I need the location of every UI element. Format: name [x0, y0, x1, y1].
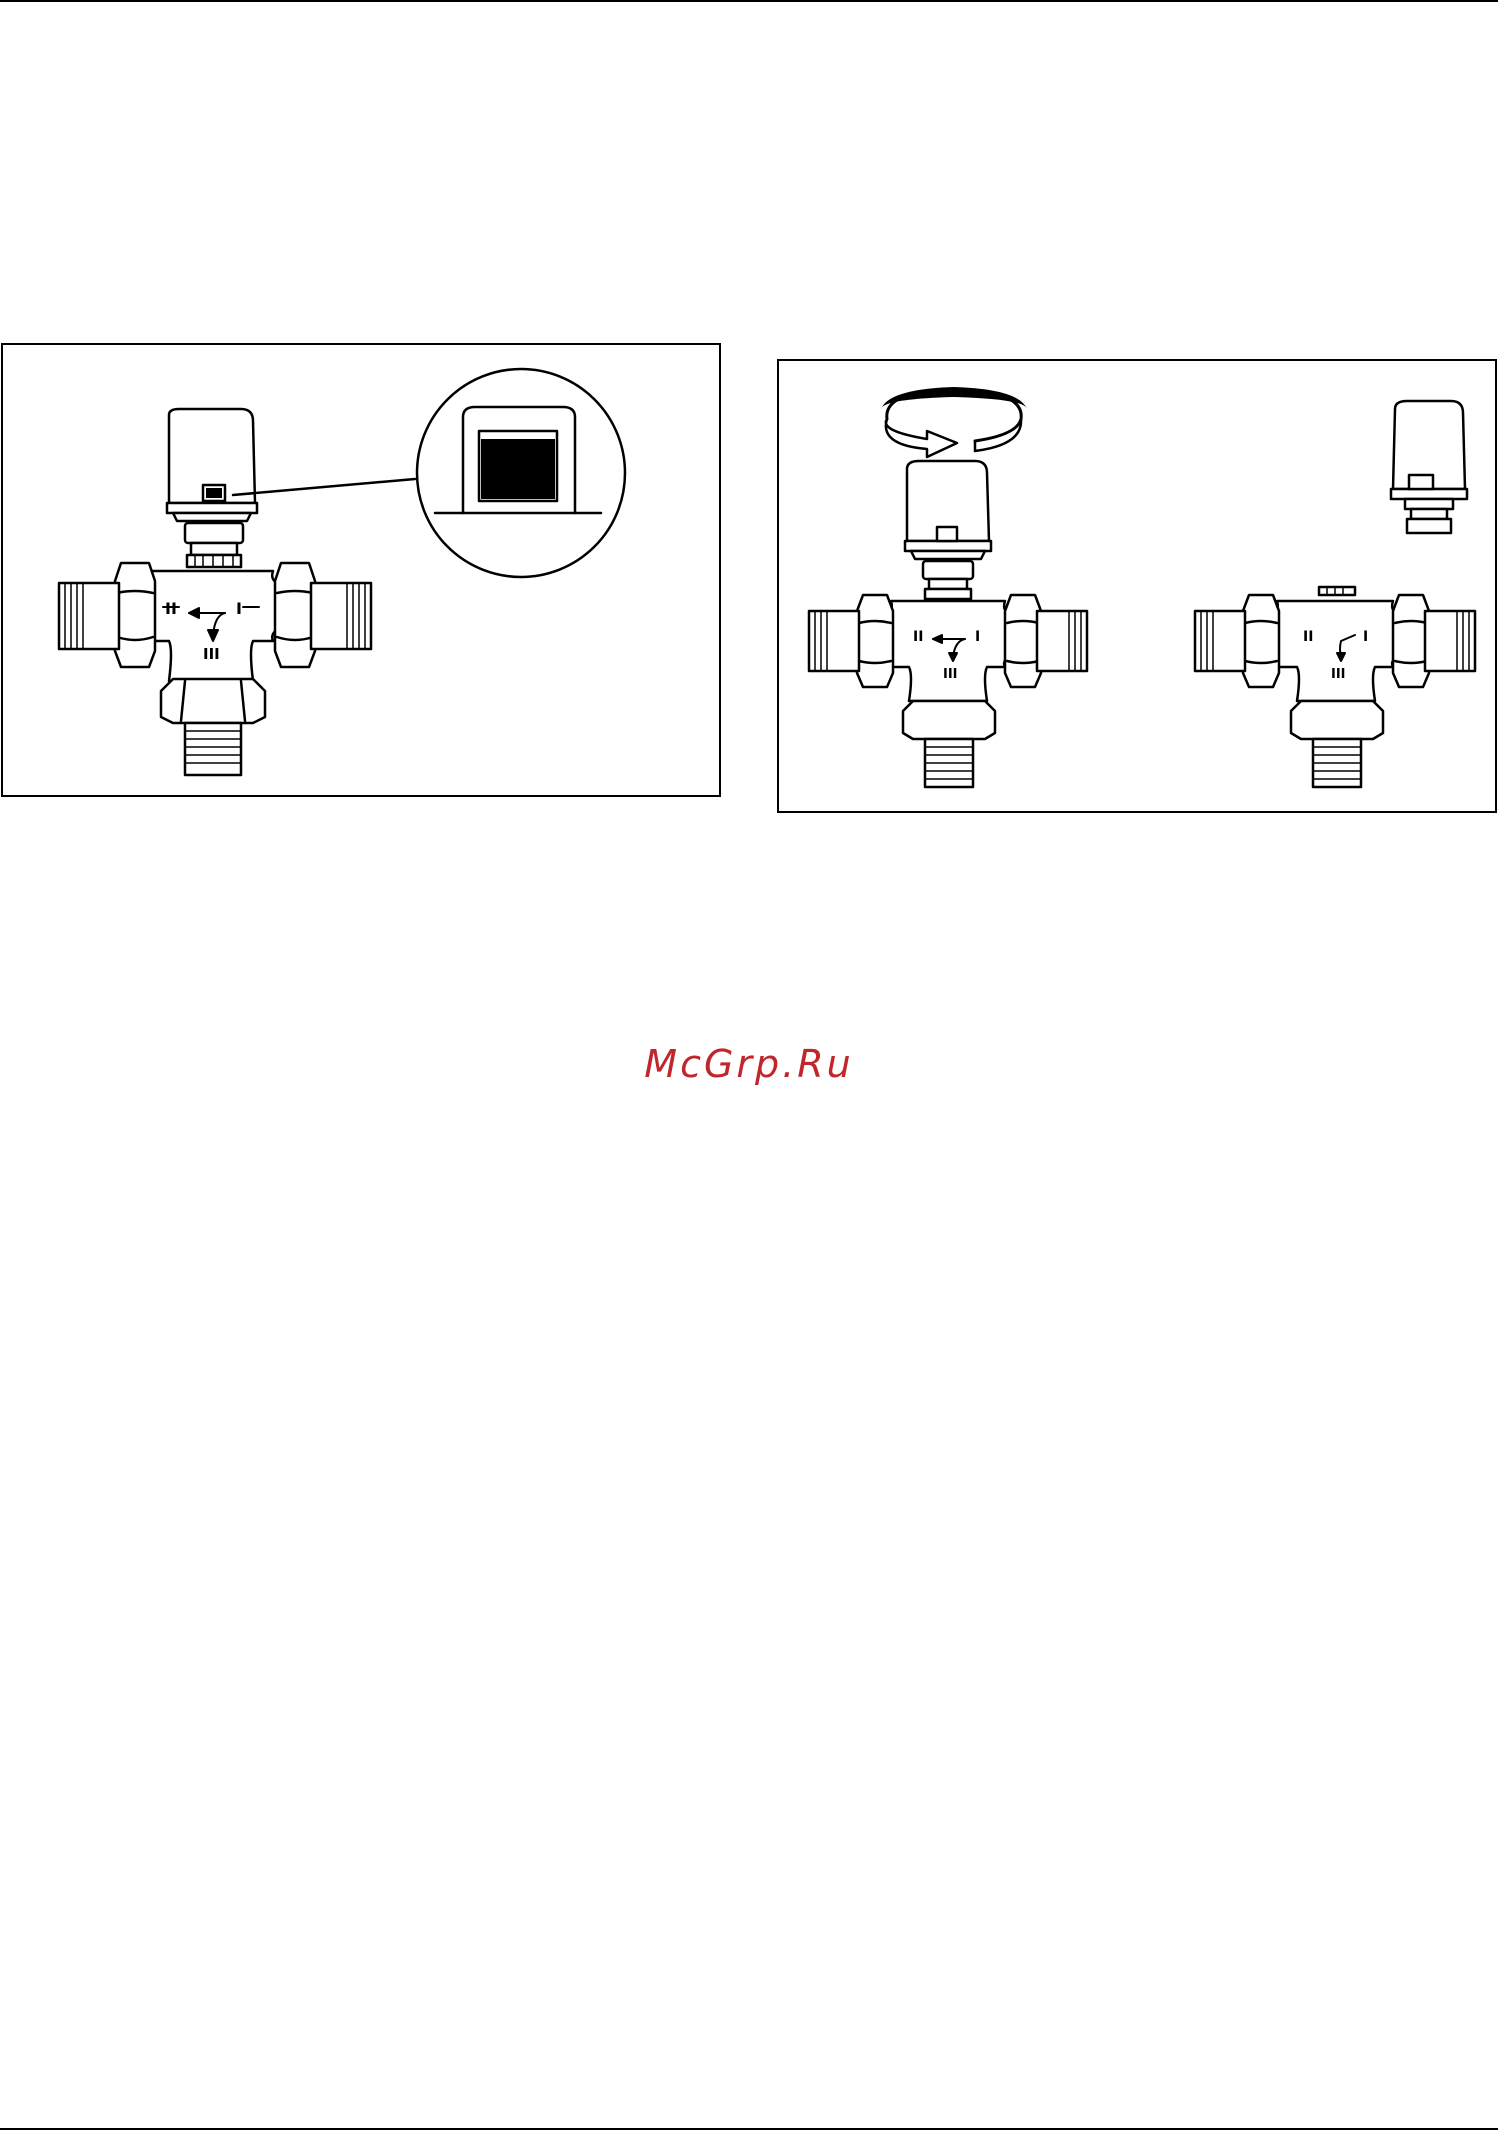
- valve-stem: [185, 523, 243, 567]
- left-port-label-1: I: [236, 599, 242, 618]
- three-way-valve-icon: [59, 563, 371, 775]
- three-way-valve-bare-icon: [1195, 587, 1475, 787]
- right-port-label-1: I: [975, 629, 980, 645]
- valve-stem-left: [923, 561, 973, 599]
- rotate-arrow-icon: [881, 387, 1027, 457]
- top-rule: [0, 0, 1498, 2]
- figure-left-drawing: [3, 345, 723, 799]
- bare-port-label-3: III: [1331, 667, 1346, 682]
- bottom-port-nut: [161, 679, 265, 723]
- three-way-valve-icon: [809, 595, 1087, 787]
- actuator-icon: [167, 409, 257, 521]
- actuator-icon: [905, 461, 991, 559]
- right-port-thread: [311, 583, 371, 649]
- watermark: McGrp.Ru: [0, 1042, 1498, 1086]
- figure-left: II I III: [1, 343, 721, 797]
- bottom-rule: [0, 2128, 1498, 2130]
- right-port-nut: [275, 563, 315, 667]
- bare-port-label-1: I: [1363, 629, 1368, 645]
- left-port-label-2: II: [165, 599, 177, 618]
- left-port-label-3: III: [203, 645, 220, 663]
- callout-leader: [233, 479, 415, 495]
- position-indicator-icon: [203, 485, 225, 501]
- bottom-port-thread: [185, 723, 241, 775]
- bare-port-label-2: II: [1303, 629, 1313, 645]
- figure-right-drawing: [779, 361, 1498, 815]
- left-port-nut: [115, 563, 155, 667]
- right-port-label-2: II: [913, 629, 923, 645]
- figure-right: II I III II I III: [777, 359, 1497, 813]
- magnifier-callout-icon: [417, 369, 625, 577]
- removed-actuator-icon: [1391, 401, 1467, 533]
- left-port-thread: [59, 583, 119, 649]
- right-port-label-3: III: [943, 667, 958, 682]
